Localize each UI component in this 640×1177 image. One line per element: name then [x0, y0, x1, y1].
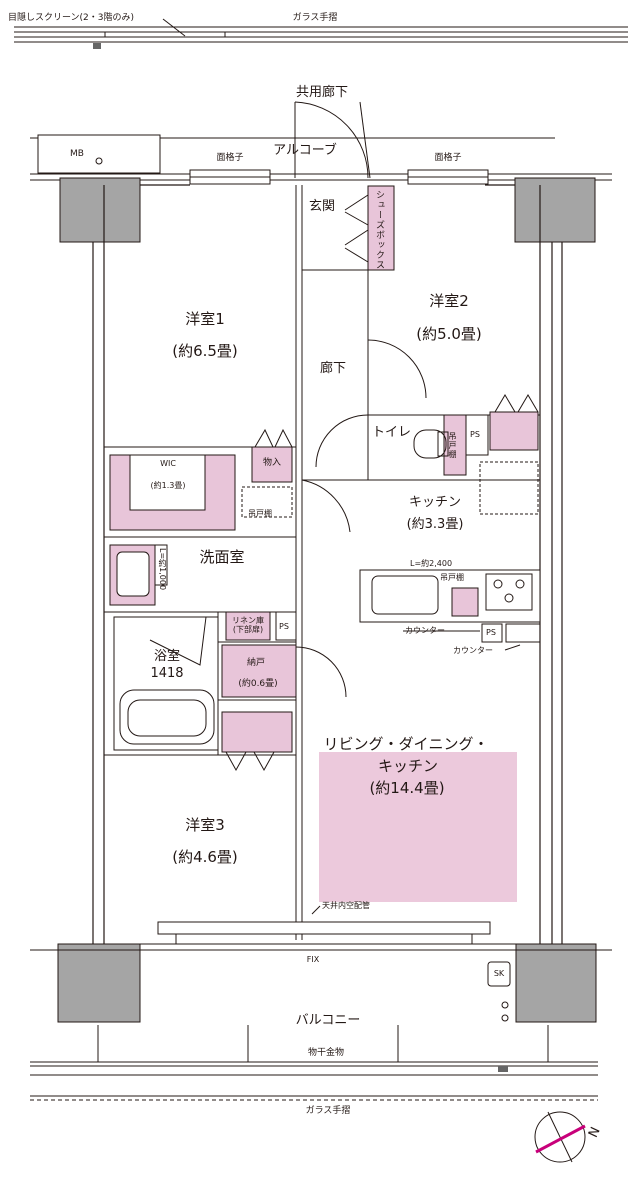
entrance-label: 玄関: [308, 199, 336, 214]
alcove-label: アルコーブ: [273, 143, 337, 158]
ldk-size: (約14.4畳): [369, 779, 445, 797]
kitchen-cabinet: [451, 587, 479, 617]
ps1-label: PS: [470, 430, 480, 439]
outer-walls: [92, 184, 563, 944]
toilet-cabinet-label: 吊戸棚: [448, 432, 457, 459]
bathroom: [113, 616, 219, 751]
closet-size: (約0.6畳): [238, 679, 278, 689]
kitchen-dim: L=約2,400: [410, 559, 453, 568]
storage-doors: [254, 428, 293, 448]
ldk-line1: リビング・ダイニング・: [323, 735, 489, 753]
wic-cabinet: [241, 486, 293, 518]
ldk-area: [319, 752, 517, 902]
interior-walls: [104, 185, 540, 940]
closet-w3-doors: [225, 751, 275, 772]
washroom-dim: L=約1,000: [158, 548, 167, 591]
hallway-label: 廊下: [319, 361, 347, 376]
wic-cabinet-label: 吊戸棚: [248, 509, 272, 518]
grille-right-label: 面格子: [434, 153, 462, 163]
western1-size: (約6.5畳): [172, 342, 238, 360]
sk-label: SK: [493, 969, 505, 978]
wic-size: (約1.3畳): [150, 481, 186, 490]
counter-box: [505, 623, 541, 643]
shoebox: [367, 185, 395, 271]
balcony-hook: [498, 1066, 508, 1072]
linen-label: リネン庫 (下部扉): [232, 616, 264, 635]
drying-hardware-label: 物干金物: [307, 1048, 345, 1058]
glass-rail-bottom-label: ガラス手摺: [305, 1106, 351, 1116]
interior-doors: [295, 339, 427, 698]
washer: [154, 544, 168, 586]
fridge-space: [479, 461, 539, 515]
counter2-label: カウンター: [453, 646, 493, 655]
rail-post: [93, 43, 101, 49]
kitchen-cabinet-label: 吊戸棚: [440, 573, 464, 582]
closet-w2: [489, 411, 539, 451]
corridor-label: 共用廊下: [295, 85, 349, 100]
kitchen-sink: [371, 575, 439, 615]
counter1-label: カウンター: [405, 626, 445, 635]
bath-size: 1418: [150, 666, 184, 681]
western2-size: (約5.0畳): [416, 325, 482, 343]
ps3-label: PS: [279, 622, 289, 631]
toilet-label: トイレ: [372, 425, 412, 440]
linen-box: [225, 611, 271, 641]
closet-w3: [221, 711, 293, 753]
top-windows: [189, 169, 489, 185]
mb-label: MB: [70, 149, 84, 159]
kitchen-name: キッチン: [408, 495, 462, 510]
closet-name: 納戸: [246, 658, 266, 668]
closet-w2-doors: [494, 394, 539, 413]
bottom-windows: [157, 921, 491, 944]
storeroom: [221, 644, 297, 698]
glass-rail-top-label: ガラス手摺: [292, 13, 338, 23]
kitchen-size: (約3.3畳): [406, 517, 464, 532]
western2-name: 洋室2: [429, 292, 469, 310]
western1-name: 洋室1: [185, 310, 225, 328]
balcony-label: バルコニー: [295, 1013, 361, 1028]
ps-toilet: [465, 414, 489, 456]
ps-kitchen: [481, 623, 503, 643]
structural-columns: [57, 177, 597, 1023]
kitchen-counter: [359, 569, 541, 623]
wic-inner: [129, 454, 206, 511]
top-glass-rail: [14, 26, 628, 43]
wic-name: WIC: [160, 459, 176, 468]
bath-name: 浴室: [153, 649, 181, 664]
mb-box: [37, 134, 161, 174]
western3-size: (約4.6畳): [172, 848, 238, 866]
ps2-label: PS: [486, 628, 496, 637]
storage-label: 物入: [262, 458, 282, 468]
shoebox-doors: [344, 194, 369, 263]
ldk-line2: キッチン: [377, 757, 439, 775]
sk-box: [487, 961, 511, 987]
grille-left-label: 面格子: [216, 153, 244, 163]
washroom-label: 洗面室: [199, 548, 245, 566]
western3-name: 洋室3: [185, 816, 225, 834]
entrance-door: [294, 101, 371, 179]
shoebox-label: シューズボックス: [374, 190, 384, 270]
ceiling-pipe-label: 天井内空配管: [322, 901, 370, 910]
screen-note-label: 目隠しスクリーン(2・3階のみ): [8, 13, 135, 23]
compass: [534, 1111, 586, 1163]
storage-box: [251, 446, 293, 483]
ps-linen: [275, 611, 297, 641]
toilet-fixture: [413, 429, 449, 459]
bottom-wall: [30, 943, 612, 951]
stove: [485, 573, 533, 611]
balcony-rail: [30, 1025, 598, 1101]
fix-label: FIX: [306, 955, 320, 964]
leader-lines: [162, 18, 521, 915]
